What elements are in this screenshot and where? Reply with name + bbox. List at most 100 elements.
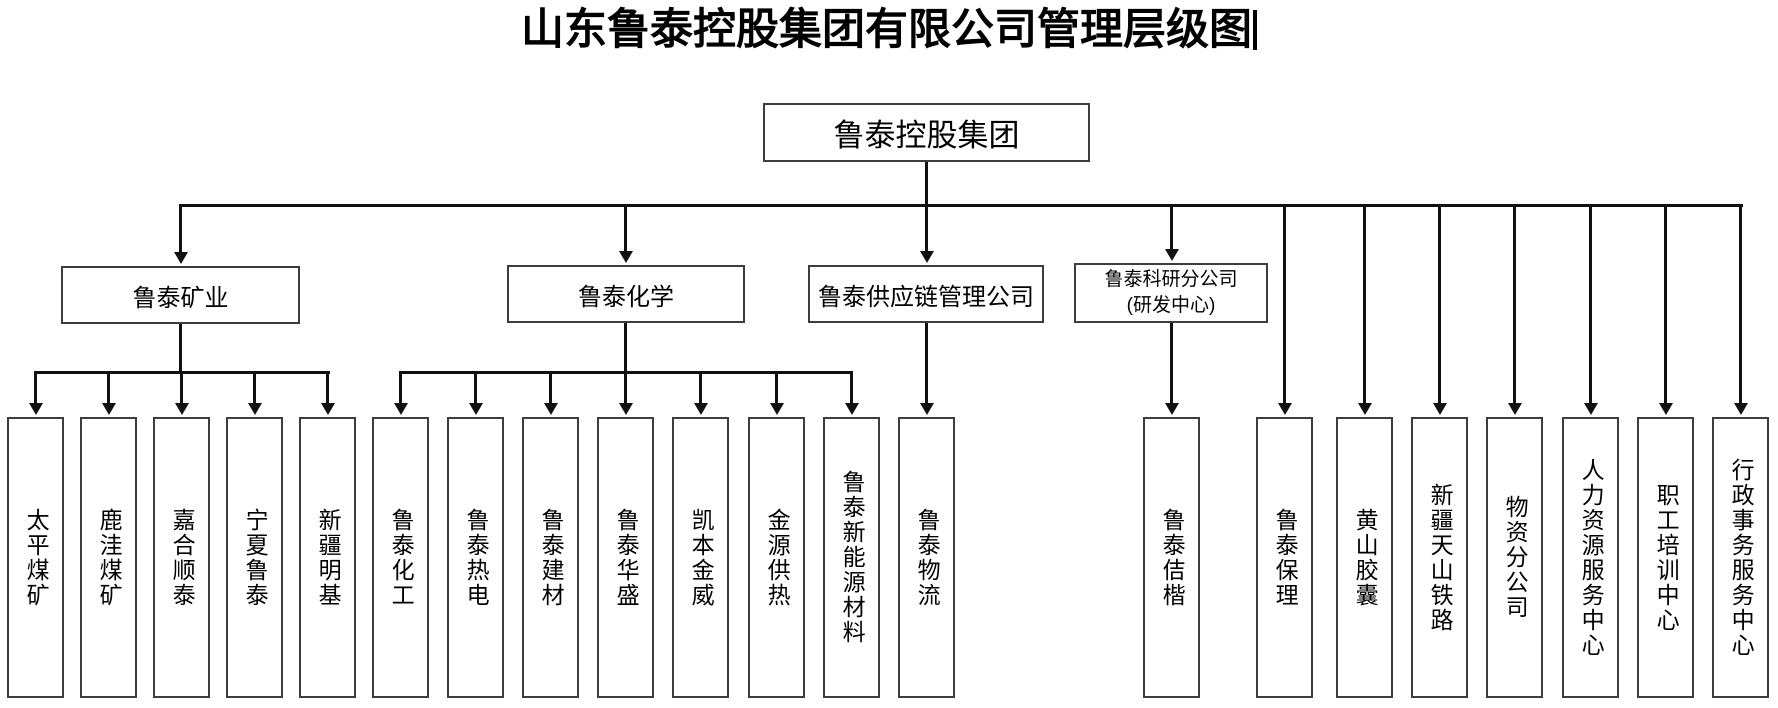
connector-line <box>326 371 329 405</box>
org-node-label: 宁夏鲁泰 <box>242 507 269 608</box>
org-node-leaf[interactable]: 鲁泰华盛 <box>597 417 654 698</box>
org-node-label: 行政事务服务中心 <box>1728 457 1755 658</box>
org-node-leaf[interactable]: 宁夏鲁泰 <box>226 417 283 698</box>
connector-line <box>1170 204 1173 250</box>
text-cursor-icon <box>1253 10 1257 50</box>
org-node-leaf[interactable]: 鹿洼煤矿 <box>80 417 137 698</box>
connector-line <box>253 371 256 405</box>
connector-line <box>925 204 928 252</box>
org-node-leaf[interactable]: 黄山胶囊 <box>1336 417 1393 698</box>
org-node-label: 职工培训中心 <box>1653 482 1680 633</box>
org-node-leaf[interactable]: 鲁泰新能源材料 <box>823 417 880 698</box>
org-node-leaf[interactable]: 鲁泰保理 <box>1256 417 1313 698</box>
org-node-label: 鲁泰佶楷 <box>1159 507 1186 608</box>
org-node-root[interactable]: 鲁泰控股集团 <box>763 103 1090 162</box>
arrow-down-icon <box>1507 403 1522 415</box>
arrow-down-icon <box>173 252 188 264</box>
connector-line <box>1363 204 1366 405</box>
arrow-down-icon <box>468 403 483 415</box>
arrow-down-icon <box>618 403 633 415</box>
connector-line <box>1170 323 1173 405</box>
org-node-leaf[interactable]: 物资分公司 <box>1486 417 1543 698</box>
arrow-down-icon <box>1277 403 1292 415</box>
connector-line <box>1739 204 1742 405</box>
org-node-leaf[interactable]: 金源供热 <box>748 417 805 698</box>
org-node-label-line2: (研发中心) <box>1126 295 1216 316</box>
org-node-leaf[interactable]: 太平煤矿 <box>7 417 64 698</box>
arrow-down-icon <box>1164 249 1179 261</box>
connector-line <box>925 323 928 405</box>
org-node-research[interactable]: 鲁泰科研分公司 (研发中心) <box>1074 263 1268 323</box>
org-node-label: 鲁泰保理 <box>1272 507 1299 608</box>
connector-line <box>699 371 702 405</box>
org-node-label: 鲁泰热电 <box>463 507 490 608</box>
connector-line <box>474 371 477 405</box>
arrow-down-icon <box>174 403 189 415</box>
arrow-down-icon <box>1733 403 1748 415</box>
connector-line <box>549 371 552 405</box>
org-node-leaf[interactable]: 行政事务服务中心 <box>1712 417 1769 698</box>
arrow-down-icon <box>1583 403 1598 415</box>
org-node-leaf[interactable]: 鲁泰化工 <box>372 417 429 698</box>
org-node-label: 鲁泰供应链管理公司 <box>818 283 1034 311</box>
org-node-label: 鲁泰科研分公司 (研发中心) <box>1104 267 1237 318</box>
connector-line <box>34 371 37 405</box>
connector-line <box>1589 204 1592 405</box>
org-node-label: 人力资源服务中心 <box>1578 457 1605 658</box>
org-node-leaf[interactable]: 鲁泰建材 <box>522 417 579 698</box>
arrow-down-icon <box>101 403 116 415</box>
org-node-label: 鲁泰新能源材料 <box>839 470 866 645</box>
connector-line <box>179 324 182 373</box>
chart-title-text: 山东鲁泰控股集团有限公司管理层级图 <box>521 7 1252 54</box>
org-node-label: 鲁泰矿业 <box>132 284 229 312</box>
org-node-label: 鲁泰建材 <box>538 507 565 608</box>
org-node-leaf[interactable]: 鲁泰热电 <box>447 417 504 698</box>
arrow-down-icon <box>919 251 934 263</box>
chart-title: 山东鲁泰控股集团有限公司管理层级图 <box>0 8 1778 53</box>
org-node-label: 鲁泰化学 <box>578 283 674 311</box>
arrow-down-icon <box>844 403 859 415</box>
org-node-label: 新疆明基 <box>315 507 342 608</box>
connector-line <box>399 371 402 405</box>
org-node-mining[interactable]: 鲁泰矿业 <box>61 266 300 324</box>
connector-line <box>775 371 778 405</box>
arrow-down-icon <box>247 403 262 415</box>
connector-line <box>624 204 627 252</box>
org-node-label: 黄山胶囊 <box>1352 507 1379 608</box>
arrow-down-icon <box>693 403 708 415</box>
arrow-down-icon <box>769 403 784 415</box>
org-node-supply-chain[interactable]: 鲁泰供应链管理公司 <box>808 265 1044 323</box>
connector-line <box>1513 204 1516 405</box>
connector-line <box>179 204 1743 207</box>
connector-line <box>179 204 182 253</box>
org-node-leaf[interactable]: 新疆明基 <box>299 417 356 698</box>
org-node-label: 鲁泰华盛 <box>613 507 640 608</box>
org-node-label: 金源供热 <box>764 507 791 608</box>
org-node-label: 鲁泰化工 <box>388 507 415 608</box>
org-node-leaf[interactable]: 新疆天山铁路 <box>1411 417 1468 698</box>
org-node-label: 物资分公司 <box>1502 495 1529 620</box>
org-node-leaf[interactable]: 鲁泰佶楷 <box>1143 417 1200 698</box>
connector-line <box>624 371 627 405</box>
org-node-label: 鲁泰控股集团 <box>833 118 1020 153</box>
org-node-leaf[interactable]: 凯本金威 <box>672 417 729 698</box>
arrow-down-icon <box>1164 403 1179 415</box>
org-node-chemical[interactable]: 鲁泰化学 <box>507 265 745 323</box>
org-node-leaf[interactable]: 人力资源服务中心 <box>1562 417 1619 698</box>
arrow-down-icon <box>1357 403 1372 415</box>
arrow-down-icon <box>320 403 335 415</box>
arrow-down-icon <box>1432 403 1447 415</box>
arrow-down-icon <box>543 403 558 415</box>
arrow-down-icon <box>393 403 408 415</box>
org-node-label: 鲁泰物流 <box>914 507 941 608</box>
org-node-leaf[interactable]: 嘉合顺泰 <box>153 417 210 698</box>
arrow-down-icon <box>1658 403 1673 415</box>
connector-line <box>1283 204 1286 405</box>
org-node-leaf[interactable]: 职工培训中心 <box>1637 417 1694 698</box>
org-node-label: 嘉合顺泰 <box>169 507 196 608</box>
org-node-leaf[interactable]: 鲁泰物流 <box>898 417 955 698</box>
org-node-label: 太平煤矿 <box>23 507 50 608</box>
org-node-label: 鹿洼煤矿 <box>96 507 123 608</box>
org-node-label: 凯本金威 <box>688 507 715 608</box>
